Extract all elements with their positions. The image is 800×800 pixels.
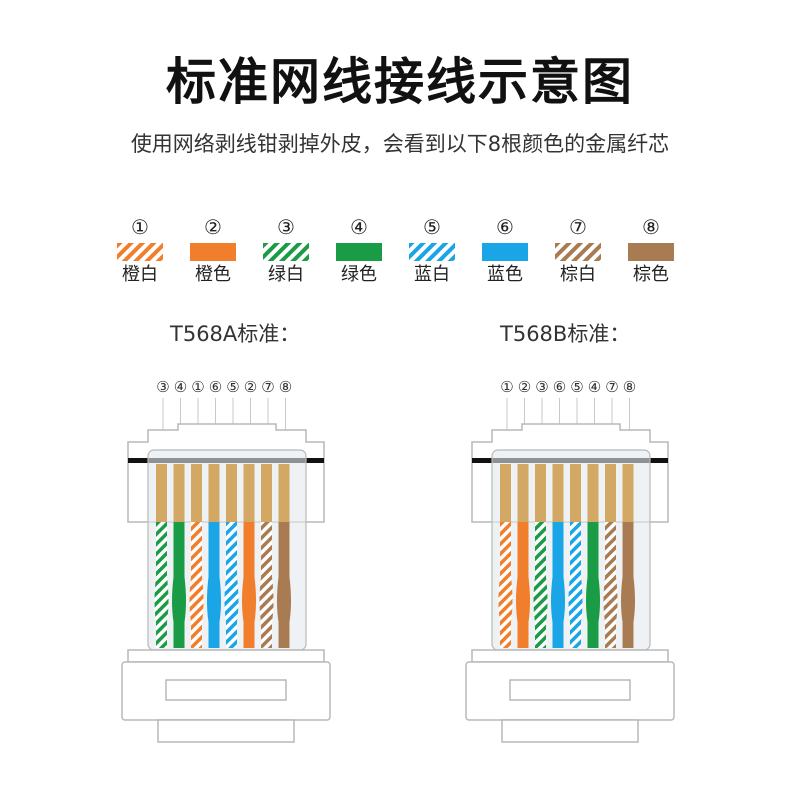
copper-contact (278, 464, 290, 522)
cable-tail (501, 719, 639, 743)
legend-number: ⑦ (569, 215, 587, 239)
legend-number: ④ (350, 215, 368, 239)
legend-label: 绿白 (268, 264, 304, 285)
legend-item: ⑥ 蓝色 (475, 215, 535, 287)
wire-insulation (172, 522, 186, 648)
pin-number: ③ (535, 378, 549, 396)
copper-contact (173, 464, 185, 522)
wire-insulation (498, 522, 513, 648)
wire-insulation (586, 522, 600, 648)
legend-item: ③ 绿白 (256, 215, 316, 287)
page-subtitle: 使用网络剥线钳剥掉外皮，会看到以下8根颜色的金属纤芯 (130, 132, 670, 156)
cable-tail (157, 719, 295, 743)
copper-contact (243, 464, 255, 522)
legend-label: 橙白 (122, 264, 158, 285)
pin-number: ⑤ (226, 378, 240, 396)
pin-number: ④ (587, 378, 602, 396)
plug-boot-slot (509, 679, 631, 701)
copper-contact (552, 464, 564, 522)
legend-swatch (555, 243, 601, 261)
copper-contact (587, 464, 599, 522)
rj45-plug-diagram (121, 398, 331, 743)
pin-number: ⑦ (261, 378, 275, 396)
legend-swatch (336, 243, 382, 261)
pin-number: ⑤ (570, 378, 584, 396)
legend-label: 橙色 (195, 264, 231, 285)
copper-contact (156, 464, 167, 522)
legend-number: ② (204, 215, 222, 239)
legend-item: ⑧ 棕色 (621, 215, 681, 287)
pin-number: ④ (173, 378, 188, 396)
legend-item: ⑤ 蓝白 (402, 215, 462, 287)
pin-number: ① (500, 378, 514, 396)
legend-swatch (117, 243, 163, 261)
legend-swatch (628, 243, 674, 261)
pin-number: ③ (156, 378, 170, 396)
wire-insulation (259, 522, 274, 648)
legend-number: ③ (277, 215, 295, 239)
pin-number: ② (243, 378, 258, 396)
legend-label: 棕白 (560, 264, 596, 285)
copper-contact (226, 464, 237, 522)
pin-number: ⑥ (552, 378, 567, 396)
wire-insulation (533, 522, 548, 648)
legend-swatch (263, 243, 309, 261)
wire-insulation (189, 522, 204, 648)
legend-number: ⑤ (423, 215, 441, 239)
pin-number: ⑥ (208, 378, 223, 396)
plug-collar (471, 649, 669, 663)
legend-number: ⑥ (496, 215, 514, 239)
plug-boot-slot (165, 679, 287, 701)
legend-label: 绿色 (341, 264, 377, 285)
color-legend: ① 橙白 ② 橙色 ③ 绿白 ④ 绿色 ⑤ 蓝白 ⑥ 蓝色 ⑦ 棕白 ⑧ 棕色 (110, 215, 690, 295)
legend-swatch (409, 243, 455, 261)
legend-label: 蓝白 (414, 264, 450, 285)
pin-number: ⑧ (278, 378, 293, 396)
copper-contact (622, 464, 634, 522)
wire-insulation (224, 522, 239, 648)
legend-number: ⑧ (642, 215, 660, 239)
wire-insulation (551, 522, 565, 648)
legend-number: ① (131, 215, 149, 239)
legend-swatch (190, 243, 236, 261)
wire-insulation (154, 522, 169, 648)
legend-item: ① 橙白 (110, 215, 170, 287)
copper-contact (208, 464, 220, 522)
pin-number: ⑦ (605, 378, 619, 396)
copper-contact (500, 464, 511, 522)
legend-item: ② 橙色 (183, 215, 243, 287)
copper-contact (191, 464, 202, 522)
legend-label: 棕色 (633, 264, 669, 285)
legend-item: ⑦ 棕白 (548, 215, 608, 287)
wire-insulation (568, 522, 583, 648)
legend-swatch (482, 243, 528, 261)
wire-insulation (277, 522, 291, 648)
rj45-plug-diagram (465, 398, 675, 743)
pin-number: ⑧ (622, 378, 637, 396)
t568a-title: T568A标准： (170, 322, 301, 346)
pin-number: ② (517, 378, 532, 396)
wire-insulation (603, 522, 618, 648)
copper-contact (517, 464, 529, 522)
plug-collar (127, 649, 325, 663)
wire-insulation (621, 522, 635, 648)
legend-label: 蓝色 (487, 264, 523, 285)
pin-number: ① (191, 378, 205, 396)
legend-item: ④ 绿色 (329, 215, 389, 287)
wire-insulation (207, 522, 221, 648)
copper-contact (605, 464, 616, 522)
wire-insulation (516, 522, 530, 648)
t568b-title: T568B标准： (500, 322, 631, 346)
page-title: 标准网线接线示意图 (166, 53, 634, 111)
copper-contact (261, 464, 272, 522)
copper-contact (535, 464, 546, 522)
wire-insulation (242, 522, 256, 648)
copper-contact (570, 464, 581, 522)
